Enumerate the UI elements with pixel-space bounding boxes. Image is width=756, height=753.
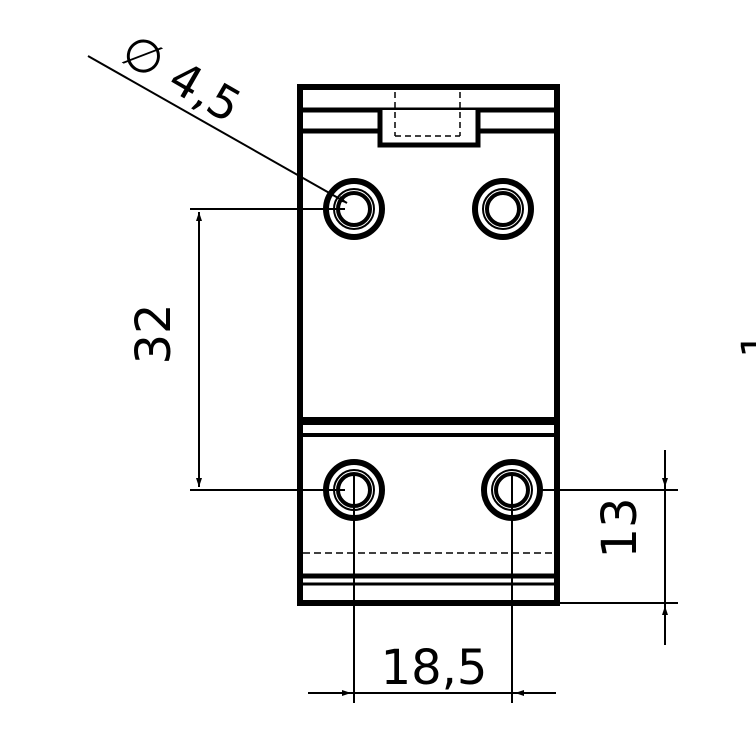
top-slot	[377, 92, 481, 148]
part-outline	[297, 84, 560, 606]
bottom-offset-label: 13	[592, 497, 648, 558]
part-body	[297, 84, 560, 606]
diameter-label: ∅ 4,5	[113, 23, 251, 134]
diameter-dimension	[87, 55, 348, 204]
edge-clipped-label: 1	[734, 332, 756, 357]
horizontal-spacing-label: 18,5	[381, 640, 488, 696]
hole-top-right	[472, 178, 534, 240]
bottom-offset-dimension	[540, 450, 678, 645]
vertical-spacing-label: 32	[126, 303, 182, 364]
vertical-spacing-dimension	[190, 208, 345, 491]
horizontal-spacing-dimension	[308, 475, 556, 703]
